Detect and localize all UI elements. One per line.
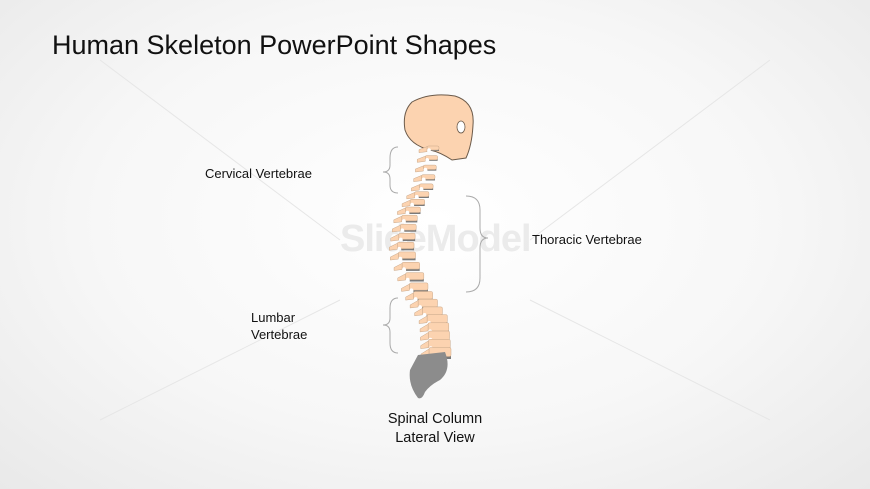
spinous-process: [393, 215, 403, 224]
spinous-process: [405, 292, 414, 301]
spinous-process: [389, 242, 398, 251]
foramen: [427, 148, 431, 152]
spinous-process: [416, 155, 426, 163]
spinous-process: [420, 340, 429, 349]
foramen: [405, 210, 410, 215]
intervertebral-disc: [401, 247, 415, 251]
spinous-process: [419, 323, 429, 333]
thoracic-label: Thoracic Vertebrae: [532, 232, 642, 247]
lumbar-label: Lumbar Vertebrae: [251, 309, 307, 343]
spinous-process: [390, 252, 399, 261]
spinous-process: [392, 224, 401, 233]
skull: [403, 94, 474, 161]
sacrum: [409, 352, 448, 399]
spinous-process: [418, 315, 428, 324]
spinous-process: [411, 184, 420, 192]
foramen: [397, 246, 402, 251]
vertebra: [428, 339, 451, 349]
foramen: [419, 186, 424, 191]
cervical-bracket: [382, 146, 399, 194]
intervertebral-disc: [402, 257, 416, 261]
foramen: [402, 219, 406, 223]
spinous-process: [415, 165, 424, 173]
foramen: [398, 256, 403, 261]
slide-title: Human Skeleton PowerPoint Shapes: [52, 30, 497, 60]
vertebrae: [389, 145, 452, 359]
spinous-process: [397, 273, 406, 282]
diagram-caption: Spinal Column Lateral View: [360, 410, 510, 448]
spinous-process: [420, 332, 429, 341]
lumbar-bracket: [382, 297, 399, 354]
spinous-process: [409, 300, 419, 309]
intervertebral-disc: [404, 229, 417, 232]
foramen: [413, 297, 418, 301]
foramen: [418, 305, 422, 309]
cervical-label: Cervical Vertebrae: [205, 166, 312, 181]
intervertebral-disc: [409, 278, 424, 282]
foramen: [423, 167, 428, 172]
spinous-process: [401, 199, 411, 207]
watermark: SlideModel: [340, 218, 532, 260]
foramen: [402, 267, 406, 271]
decorative-lines: [99, 59, 771, 421]
intervertebral-disc: [406, 268, 420, 271]
spinous-process: [413, 175, 422, 182]
foramen: [422, 313, 427, 317]
thoracic-bracket: [465, 195, 489, 293]
lumbar-label-line1: Lumbar: [251, 310, 296, 325]
eye-socket: [456, 120, 466, 134]
caption-line1: Spinal Column: [387, 411, 483, 427]
intervertebral-disc: [413, 289, 428, 293]
foramen: [405, 277, 410, 282]
lumbar-label-line2: Vertebrae: [251, 327, 308, 342]
foramen: [398, 237, 403, 242]
foramen: [409, 288, 414, 292]
spinous-process: [390, 233, 400, 242]
spinous-process: [406, 192, 415, 200]
spinous-process: [397, 207, 406, 215]
foramen: [400, 228, 405, 232]
intervertebral-disc: [405, 219, 418, 223]
foramen: [414, 194, 419, 199]
caption-line2: Lateral View: [395, 430, 475, 446]
spinous-process: [393, 262, 403, 271]
spinous-process: [418, 146, 428, 153]
foramen: [421, 177, 426, 182]
intervertebral-disc: [402, 238, 416, 242]
foramen: [410, 202, 414, 207]
spinous-process: [414, 307, 423, 317]
foramen: [425, 157, 430, 162]
spinous-process: [401, 283, 410, 292]
